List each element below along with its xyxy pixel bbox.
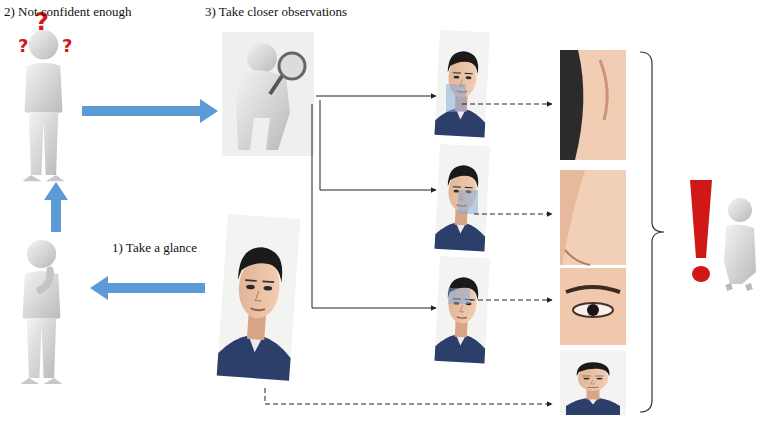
observation-line — [312, 96, 436, 308]
exclamation-figure — [690, 180, 756, 290]
step-label: 1) Take a glance — [112, 240, 197, 256]
input-face — [217, 214, 301, 381]
crop-patch — [560, 50, 626, 415]
svg-text:?: ? — [62, 35, 72, 56]
crop-arrow — [265, 104, 552, 404]
step-label: 3) Take closer observations — [205, 4, 347, 20]
bracket — [640, 52, 664, 412]
observer-figure — [222, 32, 314, 156]
confused-figure: ? ? ? — [18, 8, 72, 181]
flow-arrow — [44, 99, 218, 300]
svg-text:?: ? — [18, 35, 28, 56]
thinking-figure — [21, 240, 63, 384]
step-label: 2) Not confident enough — [4, 4, 131, 20]
attended-face — [435, 30, 490, 363]
